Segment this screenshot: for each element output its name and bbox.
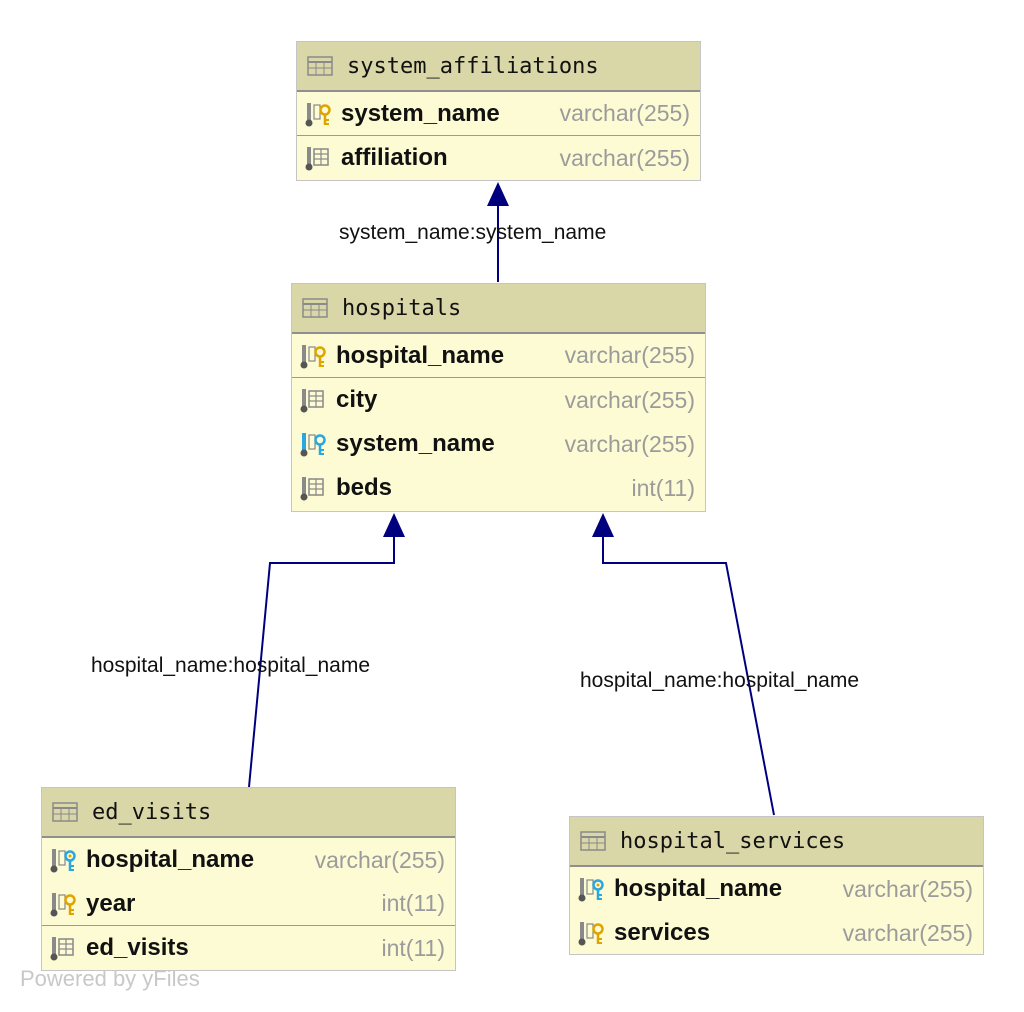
arrowhead-hospitals-right [592,513,614,537]
column-icon [305,145,335,171]
column-row[interactable]: hospital_name varchar(255) [570,867,983,911]
column-type: varchar(255) [564,386,695,413]
column-row[interactable]: system_name varchar(255) [297,92,700,136]
column-row[interactable]: hospital_name varchar(255) [292,334,705,378]
column-name: services [614,919,711,946]
column-row[interactable]: hospital_name varchar(255) [42,838,455,882]
table-header: ed_visits [42,788,455,838]
column-name: city [336,386,378,413]
table-system-affiliations[interactable]: system_affiliations system_name varchar(… [296,41,701,181]
column-row[interactable]: system_name varchar(255) [292,422,705,466]
yfiles-watermark: Powered by yFiles [20,966,200,991]
column-type: int(11) [381,890,446,916]
table-icon [305,53,335,79]
column-type: varchar(255) [842,875,973,902]
column-name: beds [336,474,393,501]
table-icon [50,799,80,825]
table-icon [578,828,608,854]
column-type: varchar(255) [564,342,695,368]
column-type: int(11) [381,934,446,961]
column-row[interactable]: ed_visits int(11) [42,926,455,970]
column-name: hospital_name [614,875,783,902]
primary-foreign-key-icon [578,876,608,902]
relation-label: hospital_name:hospital_name [580,669,860,692]
column-row[interactable]: services varchar(255) [570,911,983,955]
primary-key-icon [305,101,335,127]
column-type: varchar(255) [559,100,690,126]
table-name: ed_visits [92,799,212,825]
table-ed-visits[interactable]: ed_visits hospital_name varchar(255) yea… [41,787,456,971]
relation-edge-hospital-services-hospitals[interactable] [602,536,775,816]
column-icon [300,475,330,501]
table-hospitals[interactable]: hospitals hospital_name varchar(255) cit… [291,283,706,512]
primary-key-icon [50,891,80,917]
table-header: hospitals [292,284,705,334]
table-header: hospital_services [570,817,983,867]
column-type: varchar(255) [842,919,973,946]
table-name: hospital_services [620,828,846,854]
arrowhead-system-affiliations [487,182,509,206]
table-name: system_affiliations [347,53,599,79]
table-hospital-services[interactable]: hospital_services hospital_name varchar(… [569,816,984,955]
column-name: year [86,889,136,917]
column-name: hospital_name [86,846,255,873]
primary-foreign-key-icon [50,847,80,873]
column-icon [300,387,330,413]
table-name: hospitals [342,295,462,321]
column-name: ed_visits [86,934,189,961]
relation-edge-ed-visits-hospitals[interactable] [248,536,395,788]
column-row[interactable]: year int(11) [42,882,455,926]
relation-label: hospital_name:hospital_name [91,654,371,677]
primary-key-icon [578,920,608,946]
column-type: varchar(255) [559,144,690,171]
column-row[interactable]: affiliation varchar(255) [297,136,700,180]
column-name: system_name [341,99,500,127]
primary-key-icon [300,343,330,369]
table-icon [300,295,330,321]
relation-label: system_name:system_name [339,221,607,244]
column-type: varchar(255) [314,846,445,873]
column-row[interactable]: city varchar(255) [292,378,705,422]
column-name: hospital_name [336,341,505,369]
foreign-key-icon [300,431,330,457]
column-name: affiliation [341,144,448,171]
column-name: system_name [336,430,495,457]
arrowhead-hospitals-left [383,513,405,537]
column-row[interactable]: beds int(11) [292,466,705,510]
column-icon [50,935,80,961]
table-header: system_affiliations [297,42,700,92]
column-type: varchar(255) [564,430,695,457]
column-type: int(11) [631,474,696,501]
